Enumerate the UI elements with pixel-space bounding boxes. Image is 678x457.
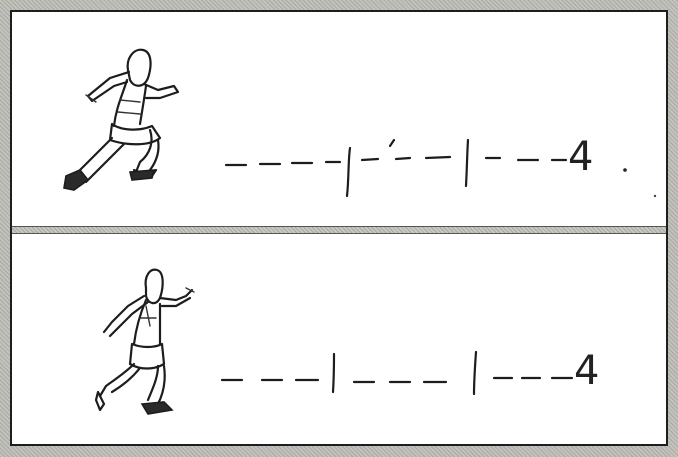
count-label-bottom: 4 <box>574 348 599 394</box>
sprinter-figure <box>64 50 178 190</box>
runner-figure <box>96 270 194 414</box>
rhythm-pattern-top: 4 <box>226 134 656 197</box>
count-label-top: 4 <box>568 134 593 180</box>
rhythm-pattern-bottom: 4 <box>222 348 599 394</box>
